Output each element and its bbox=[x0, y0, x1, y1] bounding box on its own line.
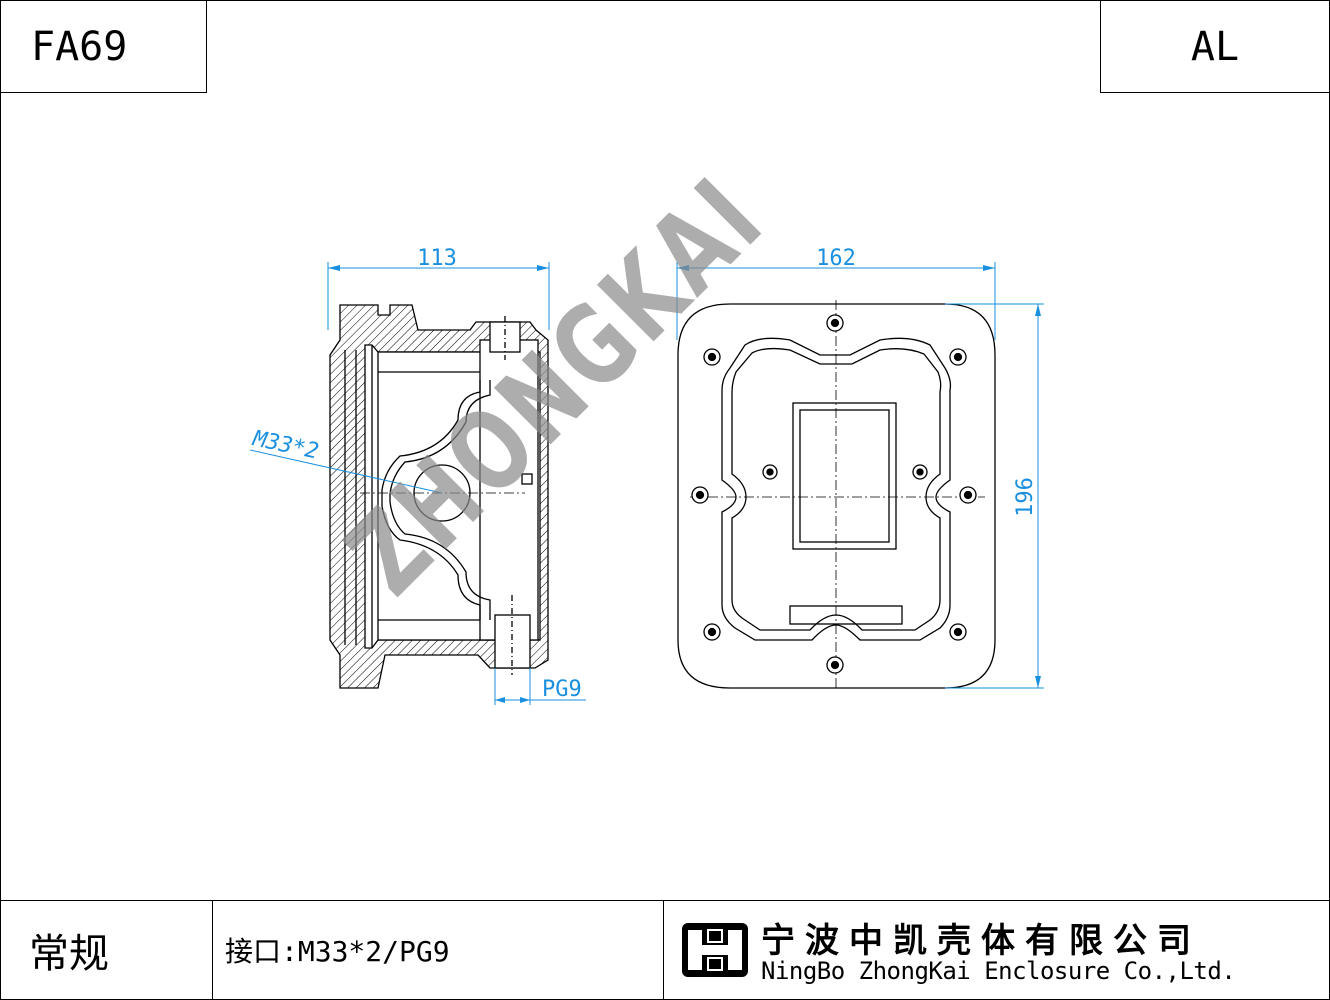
category-label: 常规 bbox=[0, 900, 213, 1000]
thread-label: M33*2 bbox=[250, 426, 321, 464]
dimension-lines bbox=[249, 262, 1044, 705]
dimension-113: 113 bbox=[417, 246, 457, 271]
model-code: FA69 bbox=[0, 0, 207, 93]
gland-label: PG9 bbox=[542, 677, 582, 702]
interface-label: 接口:M33*2/PG9 bbox=[212, 900, 664, 1000]
material-code: AL bbox=[1100, 0, 1330, 93]
company-logo-icon bbox=[682, 923, 748, 977]
company-name-cn: 宁波中凯壳体有限公司 bbox=[761, 921, 1201, 961]
dimension-196: 196 bbox=[1013, 477, 1038, 517]
company-block: 宁波中凯壳体有限公司 NingBo ZhongKai Enclosure Co.… bbox=[663, 900, 1330, 1000]
company-name-en: NingBo ZhongKai Enclosure Co.,Ltd. bbox=[761, 957, 1236, 985]
dimension-162: 162 bbox=[816, 246, 856, 271]
front-view bbox=[677, 300, 996, 690]
side-section-view bbox=[329, 304, 549, 689]
